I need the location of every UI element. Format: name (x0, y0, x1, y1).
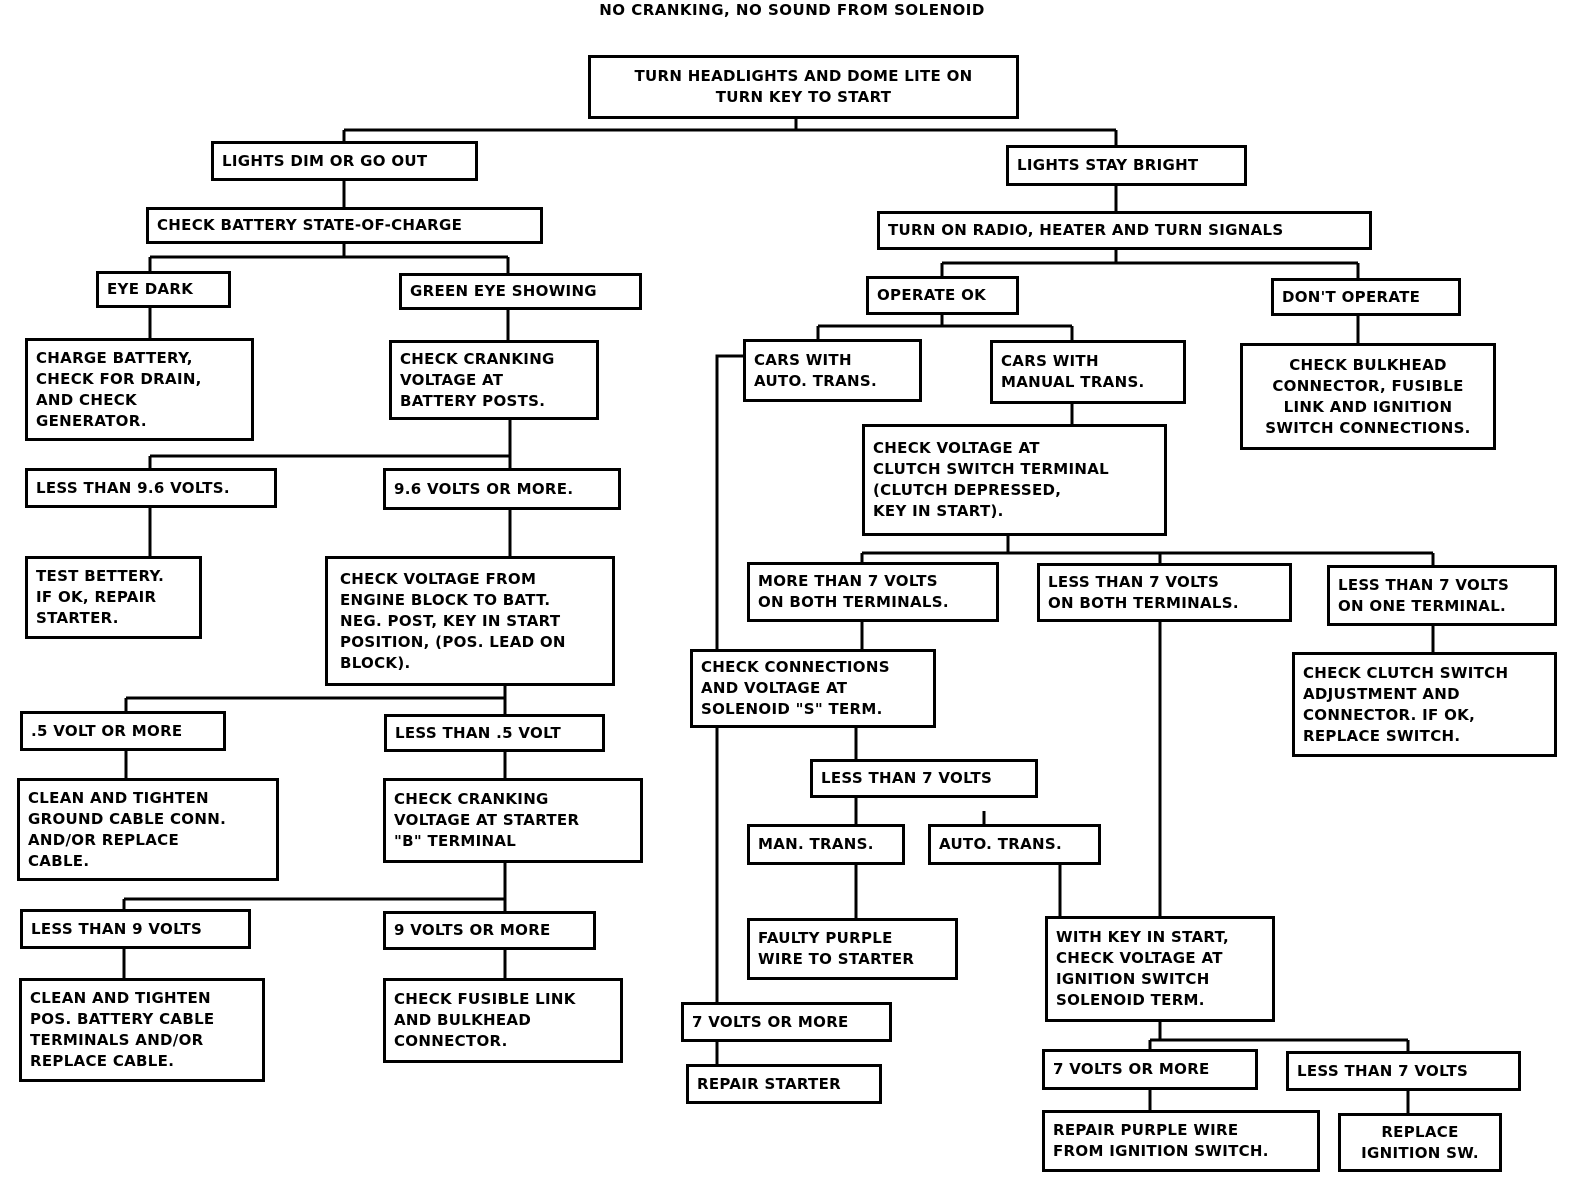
node-operate-ok: OPERATE OK (866, 276, 1019, 315)
node-9-volts-or-more: 9 VOLTS OR MORE (383, 911, 596, 950)
node-less-than-7-both: LESS THAN 7 VOLTS ON BOTH TERMINALS. (1037, 563, 1292, 622)
node-man-trans: MAN. TRANS. (747, 824, 905, 865)
node-9-6-or-more: 9.6 VOLTS OR MORE. (383, 468, 621, 510)
node-test-bettery: TEST BETTERY. IF OK, REPAIR STARTER. (25, 556, 202, 639)
node-key-in-start: WITH KEY IN START, CHECK VOLTAGE AT IGNI… (1045, 916, 1275, 1022)
node-lights-stay-bright: LIGHTS STAY BRIGHT (1006, 145, 1247, 186)
node-check-cranking-starter: CHECK CRANKING VOLTAGE AT STARTER "B" TE… (383, 778, 643, 863)
node-check-clutch-switch: CHECK CLUTCH SWITCH ADJUSTMENT AND CONNE… (1292, 652, 1557, 757)
node-less-than-5-volt: LESS THAN .5 VOLT (384, 714, 605, 752)
node-cars-with-manual-trans: CARS WITH MANUAL TRANS. (990, 340, 1186, 404)
diagram-title: NO CRANKING, NO SOUND FROM SOLENOID (599, 1, 985, 19)
node-turn-headlights: TURN HEADLIGHTS AND DOME LITE ON TURN KE… (588, 55, 1019, 119)
node-less-than-7-volts-a: LESS THAN 7 VOLTS (810, 759, 1038, 798)
node-replace-ignition-switch: REPLACE IGNITION SW. (1338, 1113, 1502, 1172)
node-7-volts-or-more-a: 7 VOLTS OR MORE (681, 1002, 892, 1042)
node-check-solenoid-s: CHECK CONNECTIONS AND VOLTAGE AT SOLENOI… (690, 649, 936, 728)
node-dont-operate: DON'T OPERATE (1271, 278, 1461, 316)
node-check-battery-state: CHECK BATTERY STATE-OF-CHARGE (146, 207, 543, 244)
node-check-clutch-voltage: CHECK VOLTAGE AT CLUTCH SWITCH TERMINAL … (862, 424, 1167, 536)
node-faulty-purple-wire: FAULTY PURPLE WIRE TO STARTER (747, 918, 958, 980)
node-auto-trans: AUTO. TRANS. (928, 824, 1101, 865)
node-clean-ground-cable: CLEAN AND TIGHTEN GROUND CABLE CONN. AND… (17, 778, 279, 881)
node-7-volts-or-more-b: 7 VOLTS OR MORE (1042, 1049, 1258, 1090)
node-cars-with-auto-trans: CARS WITH AUTO. TRANS. (743, 339, 922, 402)
node-repair-starter: REPAIR STARTER (686, 1064, 882, 1104)
node-check-engine-block: CHECK VOLTAGE FROM ENGINE BLOCK TO BATT.… (325, 556, 615, 686)
node-check-bulkhead-connector: CHECK BULKHEAD CONNECTOR, FUSIBLE LINK A… (1240, 343, 1496, 450)
node-lights-dim: LIGHTS DIM OR GO OUT (211, 141, 478, 181)
node-less-than-9-volts: LESS THAN 9 VOLTS (20, 909, 251, 949)
node-repair-purple-wire: REPAIR PURPLE WIRE FROM IGNITION SWITCH. (1042, 1110, 1320, 1172)
node-check-fusible-link: CHECK FUSIBLE LINK AND BULKHEAD CONNECTO… (383, 978, 623, 1063)
node-eye-dark: EYE DARK (96, 271, 231, 308)
node-charge-battery: CHARGE BATTERY, CHECK FOR DRAIN, AND CHE… (25, 338, 254, 441)
node-less-than-7-volts-b: LESS THAN 7 VOLTS (1286, 1051, 1521, 1091)
node-check-cranking-posts: CHECK CRANKING VOLTAGE AT BATTERY POSTS. (389, 340, 599, 420)
node-green-eye-showing: GREEN EYE SHOWING (399, 273, 642, 310)
node-clean-pos-battery-cable: CLEAN AND TIGHTEN POS. BATTERY CABLE TER… (19, 978, 265, 1082)
node-turn-on-radio: TURN ON RADIO, HEATER AND TURN SIGNALS (877, 211, 1372, 250)
node-less-than-7-one: LESS THAN 7 VOLTS ON ONE TERMINAL. (1327, 565, 1557, 626)
node-less-than-9-6: LESS THAN 9.6 VOLTS. (25, 468, 277, 508)
node-more-than-7-both: MORE THAN 7 VOLTS ON BOTH TERMINALS. (747, 562, 999, 622)
node-5-volt-or-more: .5 VOLT OR MORE (20, 711, 226, 751)
